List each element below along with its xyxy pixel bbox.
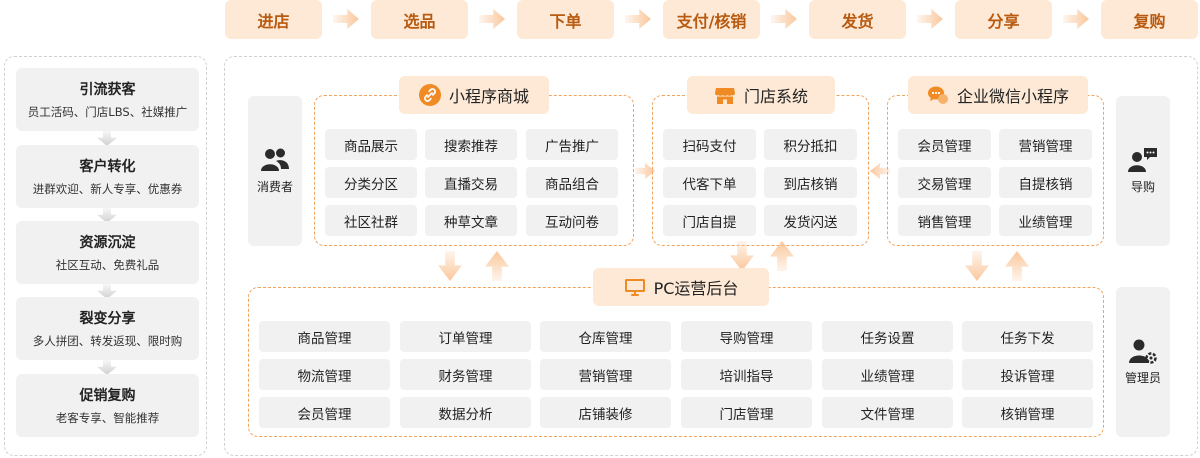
- stage-title: 裂变分享: [79, 311, 136, 327]
- store-system-item: 门店自提: [663, 205, 756, 236]
- flow-step-share: 分享: [955, 0, 1052, 39]
- pc-backend-item: 任务下发: [962, 321, 1093, 352]
- up-arrow: [485, 251, 509, 281]
- flow-step-ship: 发货: [809, 0, 906, 39]
- store-system-item: 扫码支付: [663, 129, 756, 160]
- pc-backend-item: 业绩管理: [822, 359, 953, 390]
- admin-icon: [1129, 339, 1157, 364]
- stage-desc: 员工活码、门店LBS、社媒推广: [27, 105, 188, 119]
- stage-title: 促销复购: [79, 388, 136, 404]
- guide-icon: [1128, 148, 1157, 172]
- wecom-item: 营销管理: [999, 129, 1092, 160]
- wecom-item: 会员管理: [898, 129, 991, 160]
- flow-step-enter-store: 进店: [225, 0, 322, 39]
- stage-card: 引流获客 员工活码、门店LBS、社媒推广: [16, 68, 199, 131]
- pc-backend-item: 仓库管理: [540, 321, 671, 352]
- store-system-item: 到店核销: [764, 167, 857, 198]
- pc-backend-item: 导购管理: [681, 321, 812, 352]
- pc-backend-item: 核销管理: [962, 397, 1093, 428]
- flow-arrow: [1063, 9, 1089, 29]
- pc-backend-item: 店铺装修: [540, 397, 671, 428]
- mini-mall-item: 互动问卷: [526, 205, 618, 236]
- pc-backend-item: 文件管理: [822, 397, 953, 428]
- stage-card: 资源沉淀 社区互动、免费礼品: [16, 221, 199, 284]
- store-system-item: 发货闪送: [764, 205, 857, 236]
- mini-mall-item: 搜索推荐: [425, 129, 517, 160]
- admin-role-card: 管理员: [1116, 287, 1170, 437]
- flow-arrow: [479, 9, 505, 29]
- stage-title: 引流获客: [79, 82, 136, 98]
- flow-arrow: [333, 9, 359, 29]
- mini-mall-header: 小程序商城: [399, 76, 549, 114]
- mini-mall-item: 商品组合: [526, 167, 618, 198]
- consumer-icon: [261, 148, 289, 171]
- wecom-item: 交易管理: [898, 167, 991, 198]
- down-arrow: [438, 251, 462, 281]
- mini-mall-item: 商品展示: [325, 129, 417, 160]
- flow-step-order: 下单: [517, 0, 614, 39]
- pc-backend-item: 培训指导: [681, 359, 812, 390]
- growth-stages-panel: 引流获客 员工活码、门店LBS、社媒推广 客户转化 进群欢迎、新人专享、优惠券 …: [4, 56, 207, 456]
- flow-step-pay: 支付/核销: [663, 0, 760, 39]
- mini-mall-item: 种草文章: [425, 205, 517, 236]
- wecom-title: 企业微信小程序: [956, 87, 1069, 106]
- stage-desc: 多人拼团、转发返现、限时购: [32, 334, 183, 348]
- pc-backend-item: 营销管理: [540, 359, 671, 390]
- admin-label: 管理员: [1124, 371, 1161, 385]
- wecom-header: 企业微信小程序: [908, 76, 1088, 114]
- pc-backend-item: 投诉管理: [962, 359, 1093, 390]
- link-icon: [418, 84, 441, 106]
- chat-icon: [927, 86, 948, 104]
- stage-arrow: [97, 131, 117, 146]
- stage-desc: 社区互动、免费礼品: [55, 258, 160, 272]
- store-system-item: 积分抵扣: [764, 129, 857, 160]
- pc-backend-title: PC运营后台: [653, 279, 739, 298]
- monitor-icon: [624, 279, 645, 296]
- store-system-title: 门店系统: [743, 87, 808, 106]
- wecom-item: 销售管理: [898, 205, 991, 236]
- stage-title: 资源沉淀: [79, 235, 136, 251]
- down-arrow: [965, 251, 989, 281]
- store-icon: [714, 88, 735, 104]
- stage-card: 促销复购 老客专享、智能推荐: [16, 374, 199, 437]
- guide-label: 导购: [1130, 180, 1155, 194]
- pc-backend-header: PC运营后台: [593, 268, 769, 306]
- stage-title: 客户转化: [79, 159, 136, 175]
- pc-backend-item: 财务管理: [400, 359, 531, 390]
- pc-backend-item: 商品管理: [259, 321, 390, 352]
- stage-desc: 老客专享、智能推荐: [55, 411, 160, 425]
- stage-desc: 进群欢迎、新人专享、优惠券: [32, 182, 183, 196]
- pc-backend-item: 会员管理: [259, 397, 390, 428]
- store-system-item: 代客下单: [663, 167, 756, 198]
- stage-arrow: [97, 360, 117, 375]
- store-system-header: 门店系统: [687, 76, 835, 114]
- wecom-item: 自提核销: [999, 167, 1092, 198]
- flow-step-repurchase: 复购: [1101, 0, 1198, 39]
- consumer-label: 消费者: [256, 180, 293, 194]
- flow-step-select: 选品: [371, 0, 468, 39]
- flow-arrow: [917, 9, 943, 29]
- flow-arrow: [771, 9, 797, 29]
- up-arrow: [1005, 251, 1029, 281]
- mini-mall-item: 分类分区: [325, 167, 417, 198]
- guide-role-card: 导购: [1116, 96, 1170, 246]
- pc-backend-item: 物流管理: [259, 359, 390, 390]
- pc-backend-item: 任务设置: [822, 321, 953, 352]
- pc-backend-item: 门店管理: [681, 397, 812, 428]
- pc-backend-item: 数据分析: [400, 397, 531, 428]
- flow-arrow: [625, 9, 651, 29]
- stage-card: 客户转化 进群欢迎、新人专享、优惠券: [16, 145, 199, 208]
- stage-card: 裂变分享 多人拼团、转发返现、限时购: [16, 297, 199, 360]
- mini-mall-item: 社区社群: [325, 205, 417, 236]
- pc-backend-item: 订单管理: [400, 321, 531, 352]
- mini-mall-item: 广告推广: [526, 129, 618, 160]
- consumer-role-card: 消费者: [248, 96, 302, 246]
- mini-mall-item: 直播交易: [425, 167, 517, 198]
- mini-mall-title: 小程序商城: [448, 87, 529, 106]
- wecom-item: 业绩管理: [999, 205, 1092, 236]
- system-architecture-panel: 消费者 导购 管理员 小程序商城 商品展示: [224, 56, 1198, 456]
